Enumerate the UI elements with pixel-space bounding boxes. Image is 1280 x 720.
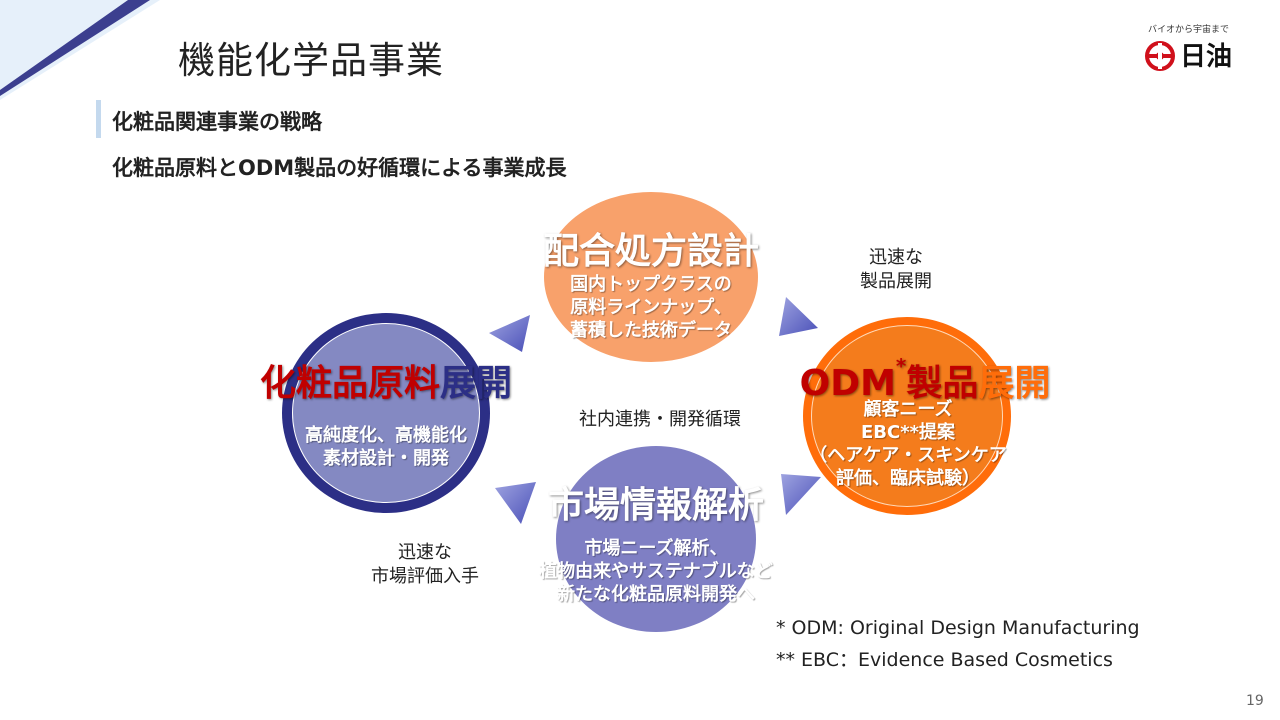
footnote-odm: * ODM: Original Design Manufacturing (776, 617, 1140, 639)
market-line: 市場ニーズ解析、 (584, 538, 728, 559)
corner-decoration (0, 0, 160, 100)
page-title: 機能化学品事業 (178, 39, 444, 82)
raw-materials-title-red: 化粧品原料 (259, 363, 440, 404)
odm-title-star: * (895, 354, 907, 378)
odm-title-red: ODM (799, 363, 896, 404)
odm-title-orange: 展開 (978, 363, 1051, 404)
odm-body: 顧客ニーズ EBC**提案 （ヘアケア・スキンケア 評価、臨床試験） (800, 398, 1016, 490)
center-cycle-label: 社内連携・開発循環 (579, 409, 741, 430)
odm-line: 顧客ニーズ (863, 399, 953, 420)
logo-tagline: バイオから宇宙まで (1148, 25, 1230, 35)
section-marker (96, 100, 101, 138)
market-line: 新たな化粧品原料開発へ (557, 584, 755, 605)
formulation-line: 原料ラインナップ、 (570, 297, 732, 318)
company-logo: バイオから宇宙まで 日油 (1140, 22, 1250, 72)
raw-materials-title-blue: 展開 (440, 363, 513, 404)
rapid-product-line: 製品展開 (860, 271, 932, 292)
raw-materials-title: 化粧品原料展開 (248, 354, 524, 406)
raw-materials-body: 高純度化、高機能化 素材設計・開発 (286, 424, 486, 470)
rapid-market-line: 迅速な (398, 542, 452, 563)
market-line: 植物由来やサステナブルなど (539, 561, 773, 582)
formulation-design-body: 国内トップクラスの 原料ラインナップ、 蓄積した技術データ (540, 273, 762, 342)
odm-title-product: 製品 (906, 363, 979, 404)
circle-market-analysis (556, 446, 756, 632)
rapid-product-label: 迅速な 製品展開 (836, 246, 956, 294)
section-heading: 化粧品関連事業の戦略 (112, 110, 322, 134)
circle-formulation-design (544, 192, 758, 362)
logo-name: 日油 (1180, 42, 1233, 72)
page-number: 19 (1246, 693, 1264, 709)
raw-materials-line: 素材設計・開発 (323, 448, 449, 469)
market-analysis-body: 市場ニーズ解析、 植物由来やサステナブルなど 新たな化粧品原料開発へ (510, 537, 802, 606)
market-analysis-title: 市場情報解析 (547, 485, 764, 526)
rapid-product-line: 迅速な (869, 247, 923, 268)
triangle-arrow-icon (781, 474, 821, 515)
triangle-arrow-icon (489, 315, 530, 352)
formulation-design-title: 配合処方設計 (542, 231, 759, 272)
nof-logo-icon (1145, 41, 1175, 71)
circle-raw-materials (292, 323, 480, 503)
odm-line: 評価、臨床試験） (836, 468, 980, 489)
odm-line: （ヘアケア・スキンケア (809, 445, 1007, 466)
odm-line: EBC**提案 (860, 422, 956, 443)
raw-materials-line: 高純度化、高機能化 (305, 425, 467, 446)
rapid-market-label: 迅速な 市場評価入手 (352, 541, 498, 589)
footnote-ebc: ** EBC：Evidence Based Cosmetics (776, 649, 1113, 671)
formulation-line: 蓄積した技術データ (570, 320, 732, 341)
triangle-arrow-icon (495, 482, 536, 524)
triangle-arrow-icon (779, 297, 818, 336)
rapid-market-line: 市場評価入手 (371, 566, 479, 587)
sub-heading: 化粧品原料とODM製品の好循環による事業成長 (112, 156, 567, 180)
formulation-line: 国内トップクラスの (570, 274, 732, 295)
odm-title: ODM*製品展開 (780, 354, 1070, 406)
circle-odm (811, 325, 1003, 507)
